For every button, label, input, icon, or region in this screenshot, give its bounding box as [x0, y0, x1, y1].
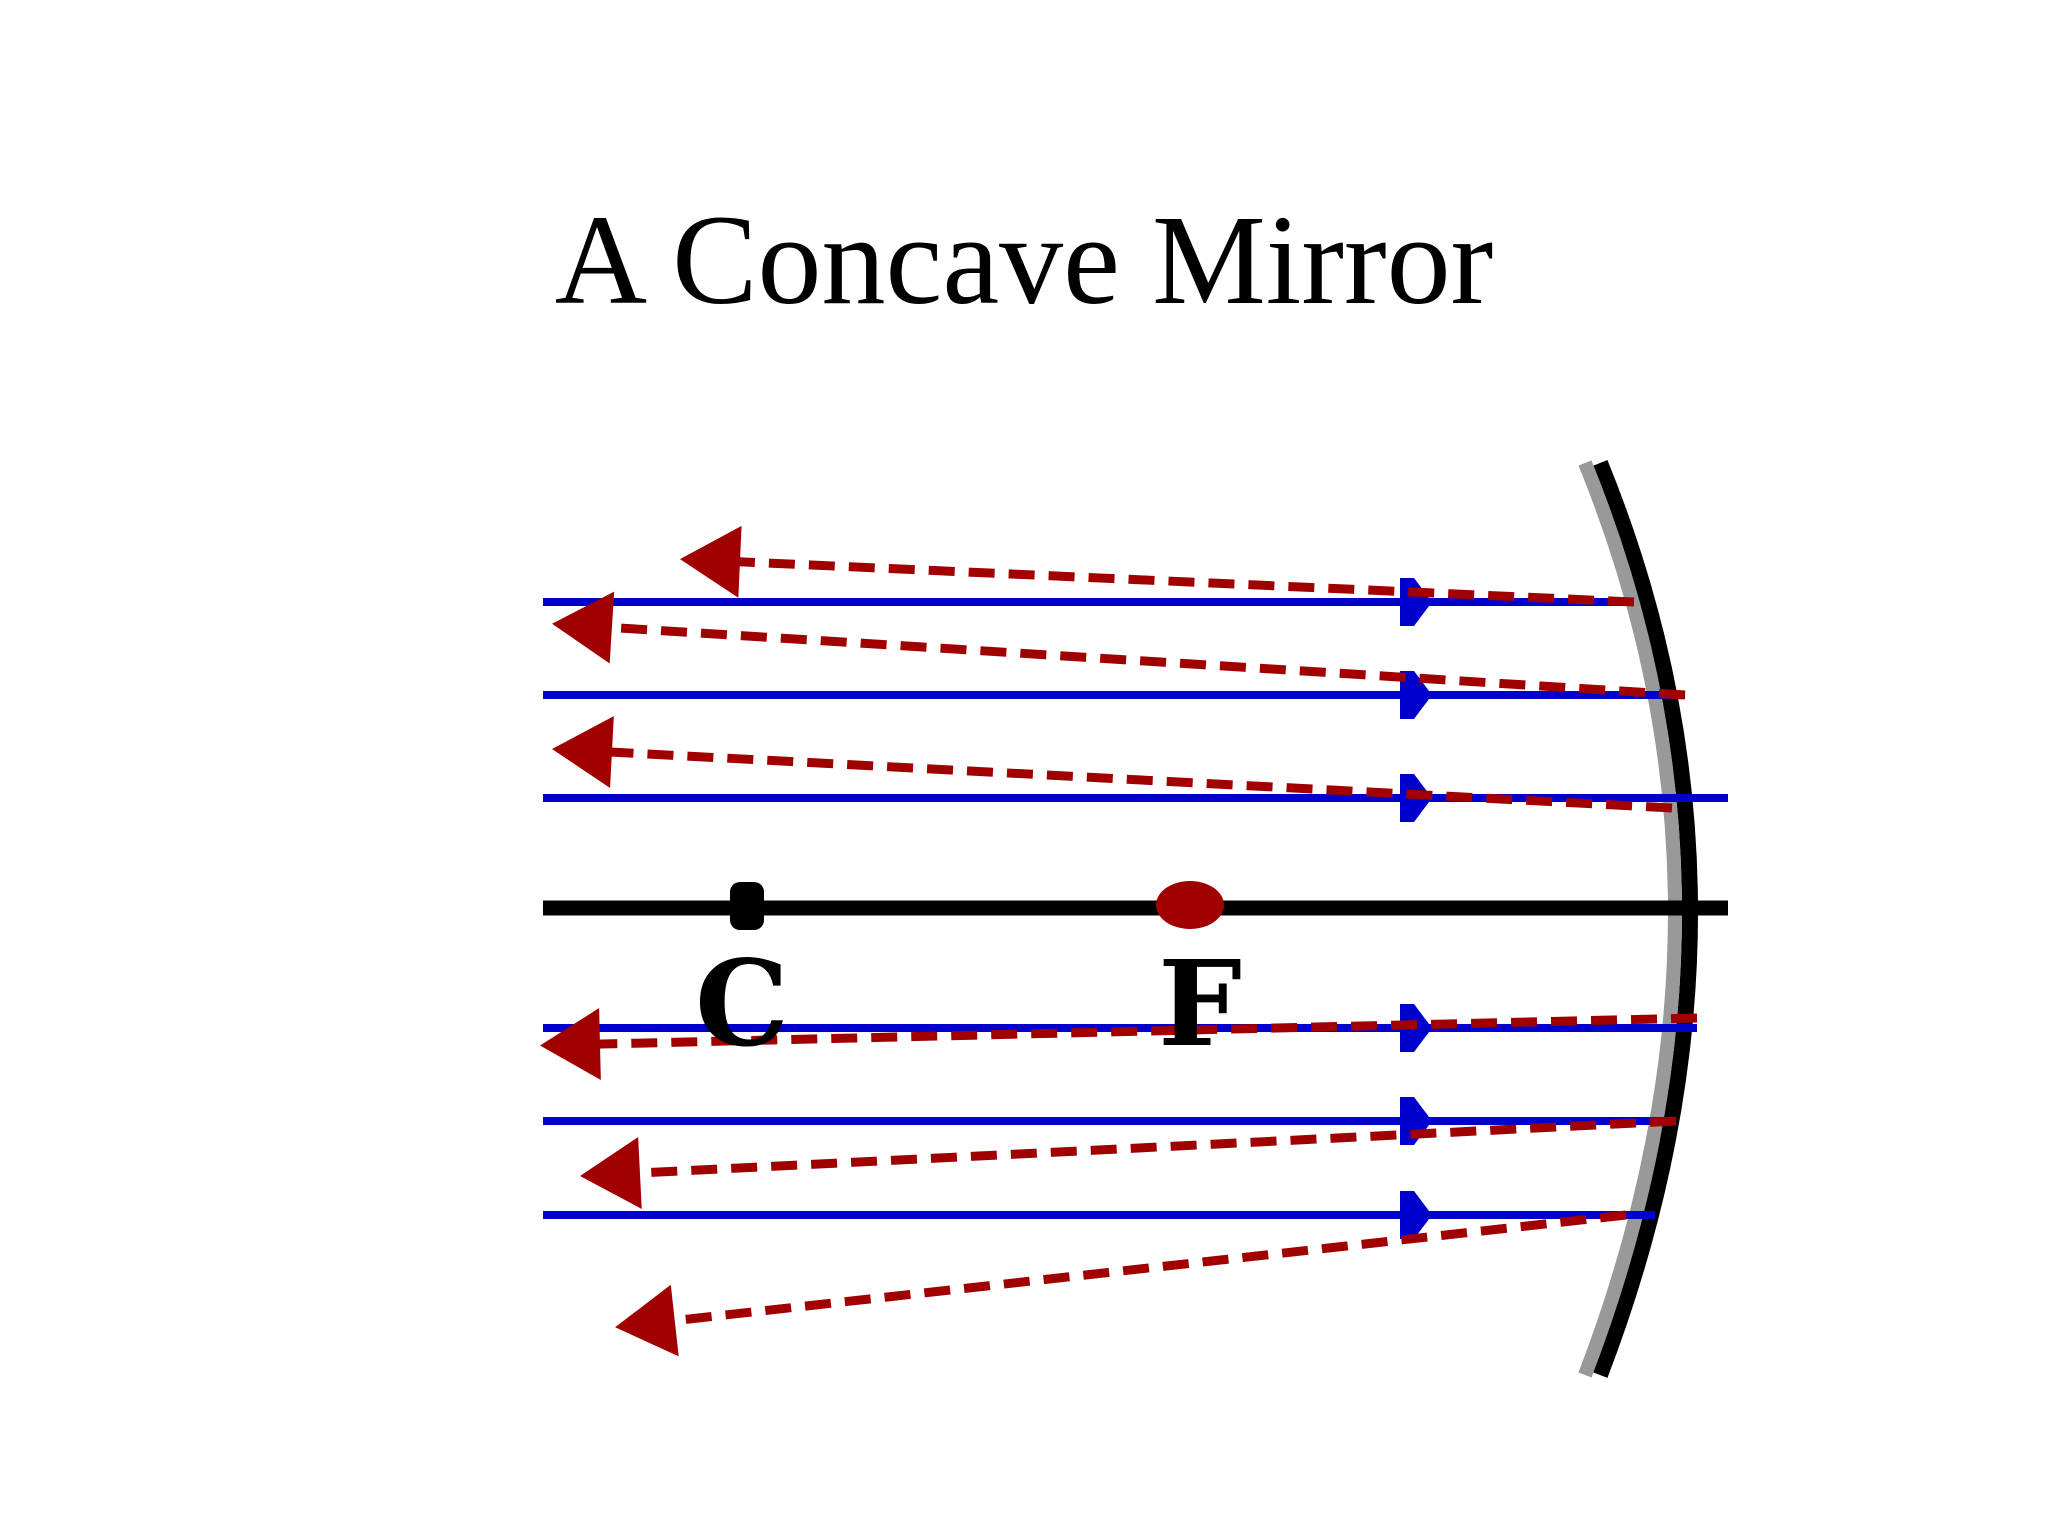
center-of-curvature-dot: [730, 882, 764, 930]
reflected-arrowhead-5: [580, 1137, 642, 1209]
focal-convergence: [1156, 881, 1224, 929]
incident-arrowhead-2: [1400, 671, 1432, 719]
label-c: C: [695, 934, 789, 1073]
reflected-arrowhead-6: [615, 1284, 679, 1357]
reflected-ray-5: [599, 1116, 1677, 1180]
reflected-ray-4: [559, 1013, 1698, 1050]
reflected-ray-2: [571, 620, 1686, 700]
reflected-arrowhead-1: [680, 525, 742, 598]
label-f: F: [1158, 934, 1242, 1073]
incident-arrowhead-6: [1400, 1191, 1432, 1239]
reflected-ray-6: [634, 1210, 1627, 1330]
slide-title: A Concave Mirror: [554, 189, 1494, 331]
reflected-rays: [540, 525, 1698, 1357]
reflected-arrowhead-2: [552, 591, 615, 664]
reflected-ray-1: [699, 555, 1635, 607]
reflected-arrowhead-4: [540, 1008, 601, 1081]
incident-arrowhead-1: [1400, 578, 1432, 626]
reflected-ray-3: [571, 745, 1673, 813]
reflected-arrowhead-3: [552, 716, 614, 789]
incident-arrowhead-5: [1400, 1097, 1432, 1145]
